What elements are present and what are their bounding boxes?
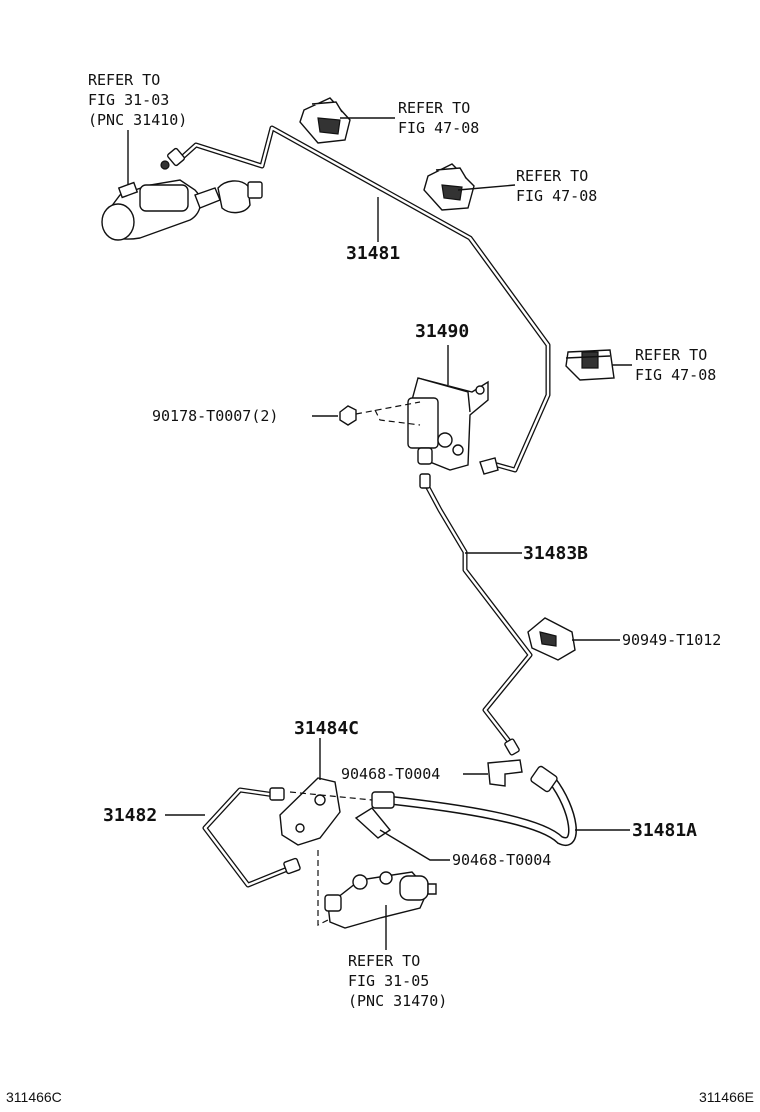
ref-fig-47-08-c-line2: FIG 47-08 bbox=[635, 366, 716, 384]
pipe-31483b bbox=[422, 479, 533, 748]
ref-fig-31-05-line1: REFER TO bbox=[348, 952, 420, 970]
pipe-31481 bbox=[173, 125, 551, 473]
ref-fig-47-08-b-line1: REFER TO bbox=[516, 167, 588, 185]
ref-fig-47-08-b-line2: FIG 47-08 bbox=[516, 187, 597, 205]
part-31481: 31481 bbox=[346, 243, 400, 264]
ref-fig-31-05-line2: FIG 31-05 bbox=[348, 972, 429, 990]
ref-fig-47-08-c-line1: REFER TO bbox=[635, 346, 707, 364]
clip-90468-upper-icon bbox=[487, 759, 523, 787]
clip-90949-icon bbox=[527, 617, 576, 661]
ref-fig-31-03-line1: REFER TO bbox=[88, 71, 160, 89]
pipe-31482 bbox=[202, 787, 293, 888]
part-90468-t0004-upper: 90468-T0004 bbox=[341, 765, 440, 783]
bolt-90178-icon bbox=[339, 401, 421, 426]
part-31481a: 31481A bbox=[632, 820, 697, 841]
release-cylinder-icon bbox=[324, 871, 437, 929]
bracket-valve-icon bbox=[407, 377, 499, 475]
part-31483b: 31483B bbox=[523, 543, 588, 564]
ref-fig-31-03-line2: FIG 31-03 bbox=[88, 91, 169, 109]
part-31484c: 31484C bbox=[294, 718, 359, 739]
hose-end-fitting-left bbox=[371, 791, 395, 809]
clamp-icon-a bbox=[299, 97, 351, 144]
footer-code-right: 311466E bbox=[699, 1089, 754, 1105]
ref-fig-47-08-a-line1: REFER TO bbox=[398, 99, 470, 117]
part-90178-t0007: 90178-T0007(2) bbox=[152, 407, 278, 425]
hose-end-fitting-right bbox=[530, 765, 558, 793]
pipe-fittings bbox=[167, 147, 520, 875]
ref-fig-31-05-line3: (PNC 31470) bbox=[348, 992, 447, 1010]
master-cylinder-icon bbox=[101, 160, 263, 241]
bracket-31484c-icon bbox=[279, 777, 373, 926]
part-90949-t1012: 90949-T1012 bbox=[622, 631, 721, 649]
part-31482: 31482 bbox=[103, 805, 157, 826]
hose-31481a bbox=[371, 765, 577, 846]
leader-lines bbox=[127, 117, 632, 950]
ref-fig-47-08-a-line2: FIG 47-08 bbox=[398, 119, 479, 137]
clamp-icon-c bbox=[565, 349, 615, 381]
ref-fig-31-03-line3: (PNC 31410) bbox=[88, 111, 187, 129]
footer-code-left: 311466C bbox=[6, 1089, 62, 1105]
part-31490: 31490 bbox=[415, 321, 469, 342]
clamp-icon-b bbox=[423, 163, 475, 211]
part-90468-t0004-lower: 90468-T0004 bbox=[452, 851, 551, 869]
